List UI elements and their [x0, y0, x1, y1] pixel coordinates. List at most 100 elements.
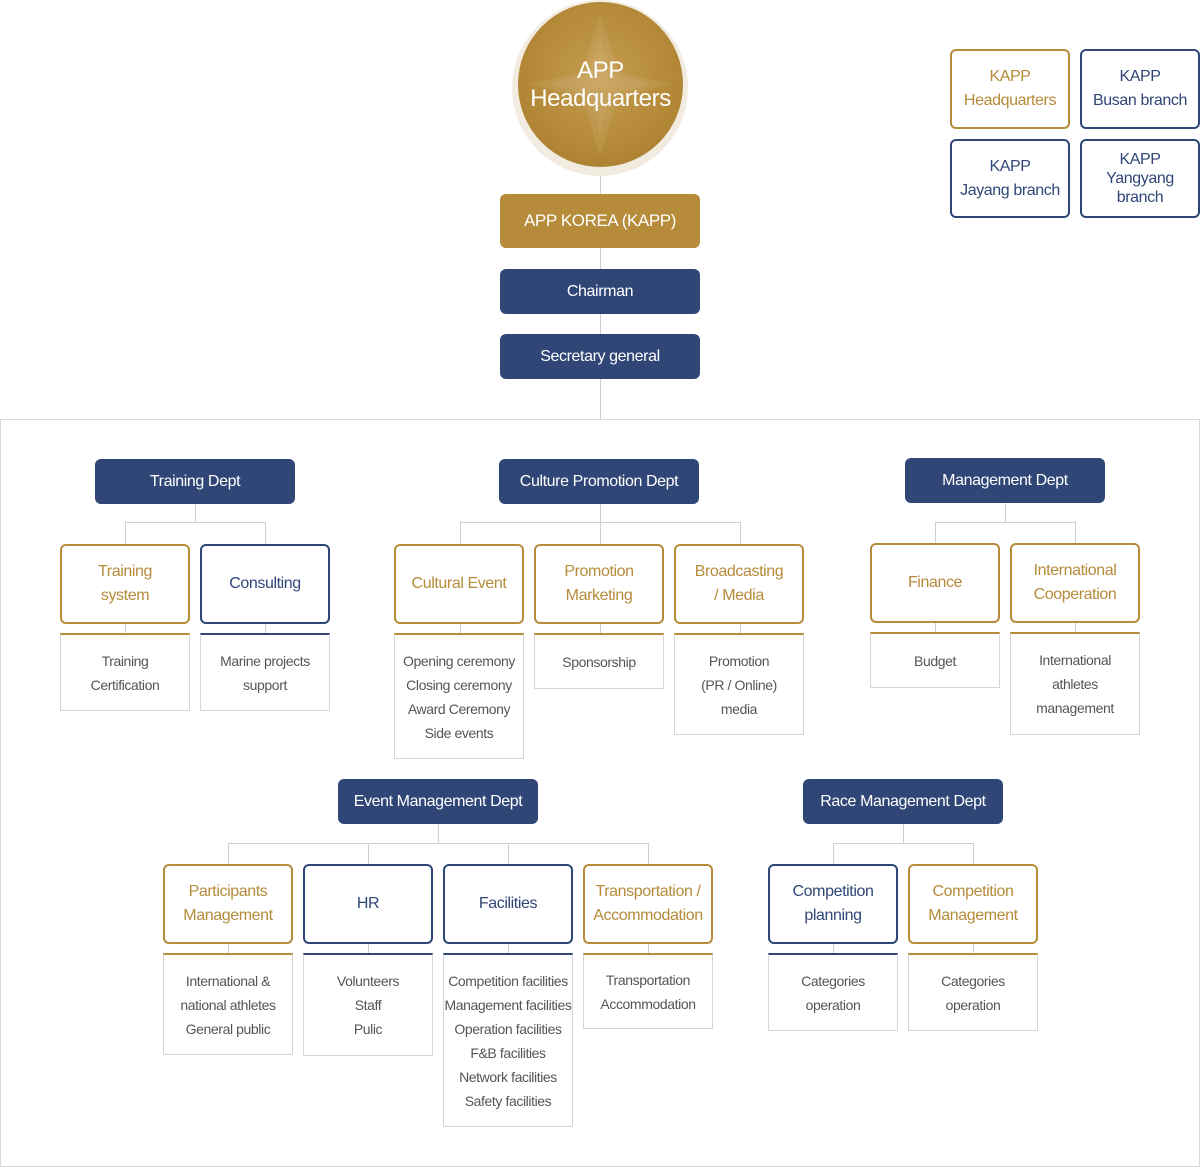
connector-line [740, 622, 741, 635]
detail-item: Categories [941, 972, 1005, 989]
node-label: Cooperation [1033, 586, 1117, 603]
dept-title: Management Dept [942, 471, 1068, 489]
detail-item: Accommodation [600, 995, 696, 1012]
connector-line [973, 942, 974, 955]
detail-item: Budget [914, 652, 956, 669]
connector-line [600, 622, 601, 635]
connector-line [740, 522, 741, 545]
connector-line [903, 823, 904, 844]
detail-item: support [243, 676, 287, 693]
app-korea-node: APP KOREA (KAPP) [500, 194, 700, 248]
detail-item: Training [101, 652, 149, 669]
training-system-details: Training Certification [60, 633, 190, 711]
node-label: Training [97, 563, 152, 580]
kapp-headquarters-branch: KAPP Headquarters [950, 49, 1070, 129]
competition-planning-details: Categories operation [768, 953, 898, 1031]
node-label: system [100, 587, 150, 604]
detail-item: Promotion [708, 652, 770, 669]
connector-line [935, 522, 1076, 523]
hq-label-line2: Headquarters [530, 84, 671, 112]
race-management-dept-node: Race Management Dept [803, 779, 1003, 824]
node-label: Finance [907, 574, 963, 591]
training-system-node: Training system [60, 544, 190, 624]
kapp-jayang-branch: KAPP Jayang branch [950, 139, 1070, 218]
chairman-node: Chairman [500, 269, 700, 314]
hr-node: HR [303, 864, 433, 944]
competition-management-details: Categories operation [908, 953, 1038, 1031]
branch-label: Jayang branch [960, 181, 1060, 199]
connector-line [1075, 522, 1076, 544]
connector-line [973, 843, 974, 865]
branch-label: KAPP [1119, 68, 1161, 85]
connector-line [833, 942, 834, 955]
connector-line [1075, 621, 1076, 634]
node-label: Promotion [564, 563, 634, 580]
secretary-general-label: Secretary general [540, 347, 660, 365]
node-label: Competition [932, 883, 1014, 900]
detail-item: Closing ceremony [406, 676, 512, 693]
broadcasting-media-node: Broadcasting / Media [674, 544, 804, 624]
node-label: Competition [792, 883, 874, 900]
detail-item: International & [185, 972, 271, 989]
branch-label: KAPP [1119, 151, 1161, 168]
broadcasting-media-details: Promotion (PR / Online) media [674, 633, 804, 735]
detail-item: Award Ceremony [407, 700, 511, 717]
cultural-event-details: Opening ceremony Closing ceremony Award … [394, 633, 524, 759]
management-dept-node: Management Dept [905, 458, 1105, 503]
detail-item: national athletes [180, 996, 276, 1013]
connector-line [460, 522, 461, 545]
chairman-label: Chairman [566, 282, 634, 300]
node-label: Transportation / [595, 883, 701, 900]
branch-label: Busan branch [1093, 92, 1187, 109]
branch-label: KAPP [989, 157, 1031, 175]
connector-line [508, 843, 509, 865]
international-cooperation-node: International Cooperation [1010, 543, 1140, 623]
branch-label: KAPP [989, 68, 1031, 85]
node-label: Cultural Event [411, 575, 507, 592]
dept-title: Culture Promotion Dept [519, 472, 679, 490]
detail-item: media [720, 700, 758, 717]
hq-label-line1: APP [577, 56, 624, 84]
competition-planning-node: Competition planning [768, 864, 898, 944]
connector-line [648, 942, 649, 955]
detail-item: Pulic [353, 1021, 383, 1037]
node-label: International [1033, 562, 1117, 579]
culture-promotion-dept-node: Culture Promotion Dept [499, 459, 699, 504]
transportation-accommodation-details: Transportation Accommodation [583, 953, 713, 1029]
connector-line [460, 622, 461, 635]
node-label: Management [928, 907, 1018, 924]
facilities-details: Competition facilities Management facili… [443, 953, 573, 1127]
detail-item: Operation facilities [454, 1020, 562, 1037]
kapp-yangyang-branch: KAPP Yangyang branch [1080, 139, 1200, 218]
detail-item: Categories [801, 972, 865, 989]
detail-item: Management facilities [444, 996, 572, 1013]
promotion-marketing-node: Promotion Marketing [534, 544, 664, 624]
detail-item: Certification [90, 676, 160, 693]
node-label: Facilities [478, 895, 538, 912]
detail-item: F&B facilities [470, 1044, 546, 1061]
hr-details: Volunteers Staff Pulic [303, 953, 433, 1056]
connector-line [195, 503, 196, 523]
branch-label: branch [1116, 189, 1164, 206]
detail-item: Network facilities [459, 1068, 557, 1085]
connector-line [125, 622, 126, 635]
connector-line [368, 843, 369, 865]
connector-line [265, 522, 266, 545]
detail-item: management [1036, 700, 1114, 716]
app-headquarters-node: APP Headquarters [518, 2, 683, 167]
secretary-general-node: Secretary general [500, 334, 700, 379]
connector-line [125, 522, 266, 523]
node-label: Consulting [229, 575, 301, 592]
connector-line [508, 942, 509, 955]
promotion-marketing-details: Sponsorship [534, 633, 664, 689]
detail-item: operation [805, 996, 861, 1013]
facilities-node: Facilities [443, 864, 573, 944]
connector-line [935, 522, 936, 544]
participants-management-details: International & national athletes Genera… [163, 953, 293, 1055]
detail-item: Opening ceremony [403, 652, 515, 669]
node-label: Accommodation [593, 907, 703, 924]
detail-item: (PR / Online) [701, 676, 777, 693]
node-label: Management [183, 907, 273, 924]
node-label: Participants [188, 883, 268, 900]
app-korea-label: APP KOREA (KAPP) [523, 211, 676, 230]
